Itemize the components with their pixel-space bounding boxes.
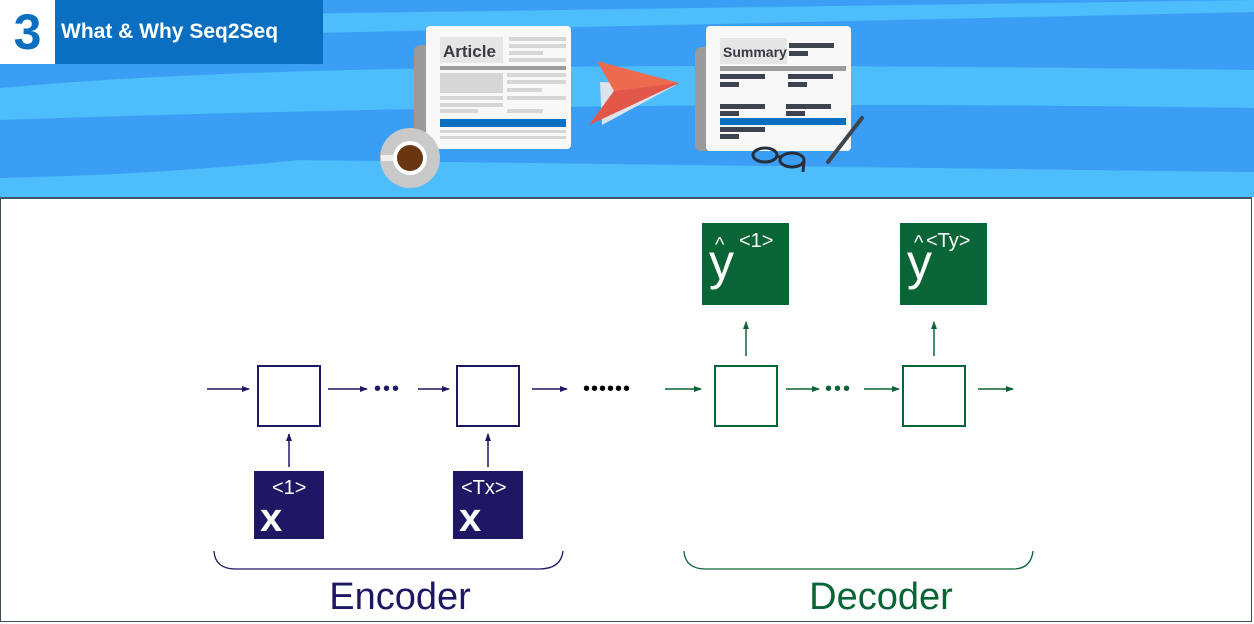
input-symbol: x (260, 496, 282, 540)
input-xtx: <Tx> x (453, 471, 523, 540)
diagram-panel: ••• <1> x <Tx> x Encoder •••••• (0, 197, 1252, 622)
banner: Article (0, 0, 1254, 197)
encoder-cell-1 (257, 365, 321, 427)
decoder-label: Decoder (809, 576, 953, 618)
input-symbol: x (459, 496, 481, 540)
input-x1: <1> x (254, 471, 324, 540)
article-label: Article (443, 42, 496, 61)
output-yty: ^ <Ty> y (900, 223, 987, 305)
output-hat: ^ (914, 232, 924, 254)
bridge-ellipsis: •••••• (583, 378, 631, 400)
pencil-icon (826, 116, 864, 164)
arrow-right-icon (589, 61, 679, 125)
encoder-label: Encoder (329, 576, 471, 618)
glasses-icon (751, 146, 806, 173)
encoder: ••• <1> x <Tx> x Encoder (207, 365, 568, 618)
seq2seq-diagram: ••• <1> x <Tx> x Encoder •••••• (207, 223, 1034, 618)
encoder-cell-tx (456, 365, 520, 427)
section-number: 3 (0, 0, 55, 64)
output-superscript: <Ty> (926, 230, 970, 252)
banner-background: Article (0, 0, 1254, 197)
input-superscript: <1> (272, 477, 306, 499)
newspaper-icon: Article (414, 26, 571, 149)
output-superscript: <1> (739, 230, 773, 252)
section-title-text: What & Why Seq2Seq (55, 0, 323, 64)
section-title: 3 What & Why Seq2Seq (0, 0, 323, 64)
output-y1: ^ <1> y (702, 223, 789, 305)
output-symbol: y (907, 234, 932, 290)
output-hat: ^ (715, 234, 725, 256)
decoder-ellipsis: ••• (825, 378, 852, 400)
encoder-ellipsis: ••• (374, 378, 401, 400)
background-stripe (0, 160, 1254, 197)
summary-document-icon: Summary (695, 26, 851, 151)
input-superscript: <Tx> (461, 477, 507, 499)
output-symbol: y (709, 234, 734, 290)
decoder-cell-1 (714, 365, 778, 427)
decoder-brace (683, 550, 1034, 570)
encoder-brace (213, 550, 564, 570)
decoder: ••• ^ <1> y ^ <Ty> y Decoder (665, 223, 1034, 618)
coffee-cup-icon (380, 128, 440, 188)
decoder-cell-ty (902, 365, 966, 427)
summary-label: Summary (723, 44, 787, 60)
